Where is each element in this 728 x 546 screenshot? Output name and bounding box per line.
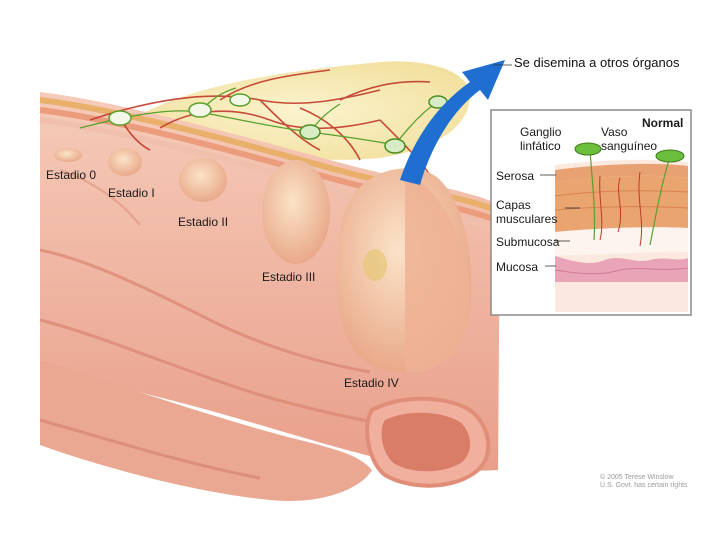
inset-submucosa-label: Submucosa: [496, 235, 560, 249]
inset-submucosa: [555, 227, 688, 256]
inset-blood-vessel: [655, 149, 685, 163]
lymph-nodes: [108, 93, 448, 154]
stage-label-1: Estadio I: [108, 186, 155, 200]
inset-serosa-label: Serosa: [496, 169, 535, 183]
inset-serosa: [555, 163, 688, 182]
copyright-credit: © 2005 Terese Winslow U.S. Govt. has cer…: [600, 474, 688, 490]
tumor-stage-3: [262, 160, 330, 264]
credit-line-2: U.S. Govt. has certain rights: [600, 482, 688, 489]
spread-label: Se disemina a otros órganos: [514, 55, 680, 70]
inset-mucosa-label: Mucosa: [496, 260, 539, 274]
colon-cut-inner: [381, 412, 471, 472]
inset-mucosa: [555, 256, 688, 282]
inset-muscle-label: Capas musculares: [496, 198, 558, 226]
credit-line-1: © 2005 Terese Winslow: [600, 474, 674, 481]
inset-lymph-label: Ganglio linfático: [520, 125, 562, 153]
tumor-stage-0: [54, 148, 82, 162]
stage-label-2: Estadio II: [178, 215, 229, 229]
tumor-stage-2: [179, 158, 227, 202]
colon-lower-edge: [40, 360, 372, 501]
colon-fold: [59, 169, 141, 226]
inset-title: Normal: [642, 116, 684, 130]
stage-label-3: Estadio III: [262, 270, 316, 284]
inset-tissue: [554, 142, 689, 312]
stage-label-4: Estadio IV: [344, 376, 399, 390]
inset-lymph-node: [574, 142, 602, 156]
tumors: [54, 148, 472, 372]
tumor-stage-4-cut: [405, 170, 470, 372]
inset-leader-lines: [540, 174, 580, 267]
stage-label-0: Estadio 0: [46, 168, 97, 182]
tumor-stage-1: [108, 148, 142, 176]
inset-muscle: [555, 175, 688, 232]
colon-fold: [39, 318, 391, 427]
inset-vessel-label: Vaso sanguíneo: [601, 125, 658, 153]
colon-fold: [39, 248, 371, 374]
spread-arrow: [400, 60, 505, 185]
colon-lower-fold: [39, 418, 261, 480]
